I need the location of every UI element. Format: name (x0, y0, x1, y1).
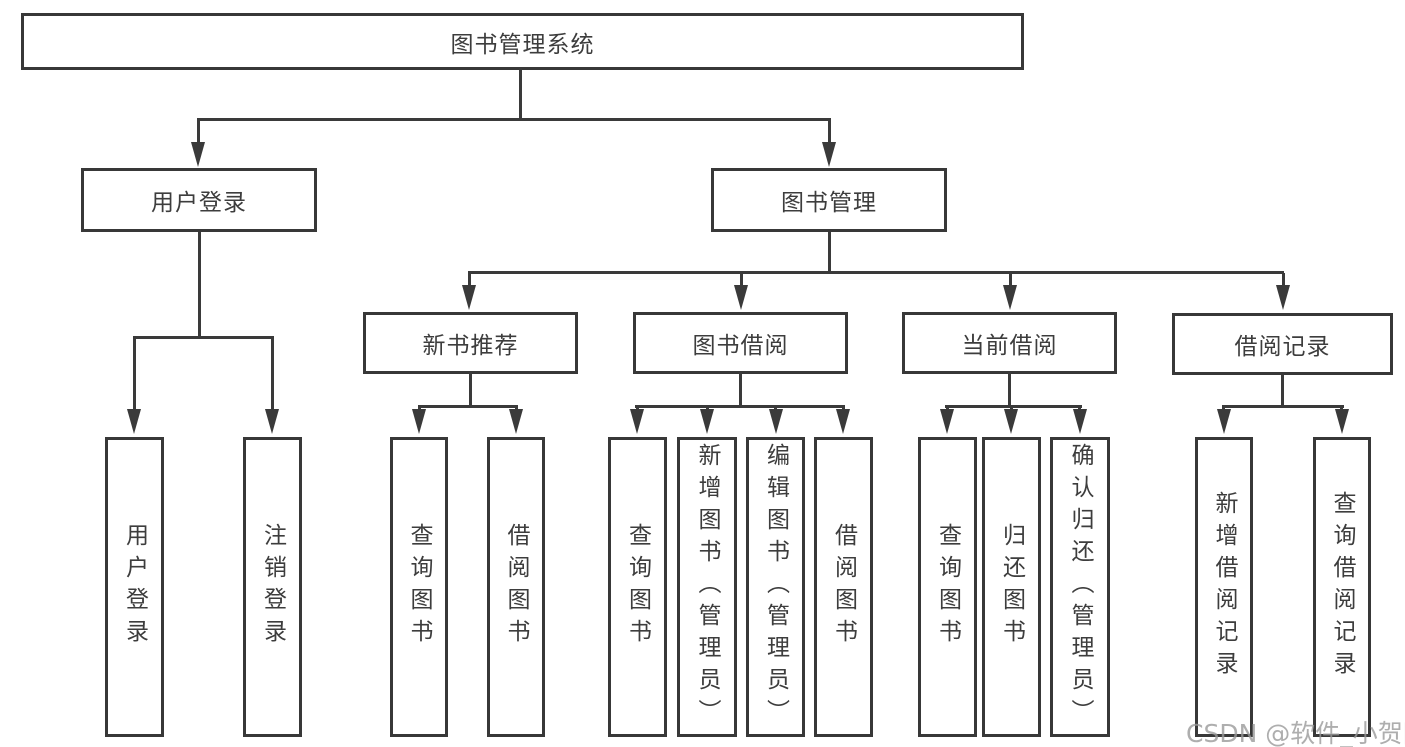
leaf-query-borrow-record: 查询借阅记录 (1313, 437, 1371, 737)
arrowhead-down-icon (734, 285, 748, 310)
connector-line (468, 273, 471, 287)
connector-line (1008, 372, 1011, 408)
arrowhead-down-icon (1217, 409, 1231, 434)
connector-line (706, 405, 709, 412)
connector-line (828, 120, 831, 144)
arrowhead-down-icon (822, 142, 836, 167)
connector-line (842, 405, 845, 412)
connector-line (1340, 405, 1343, 412)
node-borrow-records: 借阅记录 (1172, 313, 1393, 375)
connector-line (515, 405, 518, 412)
node-root-library-system: 图书管理系统 (21, 13, 1024, 70)
arrowhead-down-icon (1335, 409, 1349, 434)
leaf-return-books: 归还图书 (982, 437, 1041, 737)
arrowhead-down-icon (940, 409, 954, 434)
connector-line (198, 232, 201, 339)
arrowhead-down-icon (630, 409, 644, 434)
connector-line (946, 405, 949, 412)
leaf-borrow-books: 借阅图书 (814, 437, 873, 737)
connector-line (271, 338, 274, 411)
arrowhead-down-icon (1004, 409, 1018, 434)
connector-line (519, 68, 522, 121)
connector-line (133, 336, 274, 339)
leaf-query-books-borrow: 查询图书 (608, 437, 667, 737)
arrowhead-down-icon (700, 409, 714, 434)
connector-line (197, 118, 831, 121)
connector-line (828, 232, 831, 274)
connector-line (635, 405, 845, 408)
arrowhead-down-icon (509, 409, 523, 434)
leaf-query-books-recommend: 查询图书 (390, 437, 448, 737)
connector-line (197, 120, 200, 144)
node-book-management: 图书管理 (711, 168, 947, 232)
arrowhead-down-icon (836, 409, 850, 434)
connector-line (740, 273, 743, 287)
node-book-borrow: 图书借阅 (633, 312, 848, 374)
arrowhead-down-icon (265, 409, 279, 434)
csdn-watermark: CSDN @软件_小贺同学 (1186, 719, 1405, 747)
node-new-book-recommend: 新书推荐 (363, 312, 578, 374)
arrowhead-down-icon (412, 409, 426, 434)
leaf-edit-books-admin: 编辑图书（管理员） (746, 437, 805, 737)
connector-line (1010, 405, 1013, 412)
leaf-query-books-current: 查询图书 (918, 437, 977, 737)
leaf-logout: 注销登录 (243, 437, 302, 737)
connector-line (774, 405, 777, 412)
arrowhead-down-icon (769, 409, 783, 434)
node-user-login: 用户登录 (81, 168, 317, 232)
leaf-borrow-books-recommend: 借阅图书 (487, 437, 545, 737)
leaf-user-login: 用户登录 (105, 437, 164, 737)
arrowhead-down-icon (1003, 285, 1017, 310)
connector-line (1282, 273, 1285, 287)
arrowhead-down-icon (1276, 285, 1290, 310)
connector-line (1281, 374, 1284, 408)
connector-line (468, 271, 1284, 274)
connector-line (1078, 405, 1081, 412)
connector-line (739, 372, 742, 408)
connector-line (1222, 405, 1344, 408)
connector-line (418, 405, 518, 408)
connector-line (945, 405, 1082, 408)
leaf-add-books-admin: 新增图书（管理员） (677, 437, 737, 737)
leaf-add-borrow-record: 新增借阅记录 (1195, 437, 1253, 737)
arrowhead-down-icon (127, 409, 141, 434)
arrowhead-down-icon (1073, 409, 1087, 434)
connector-line (418, 405, 421, 412)
connector-line (133, 338, 136, 411)
connector-line (636, 405, 639, 412)
connector-line (1009, 273, 1012, 287)
leaf-confirm-return-admin: 确认归还（管理员） (1050, 437, 1110, 737)
connector-line (469, 372, 472, 408)
arrowhead-down-icon (462, 285, 476, 310)
node-current-borrow: 当前借阅 (902, 312, 1117, 374)
connector-line (1222, 405, 1225, 412)
arrowhead-down-icon (191, 142, 205, 167)
